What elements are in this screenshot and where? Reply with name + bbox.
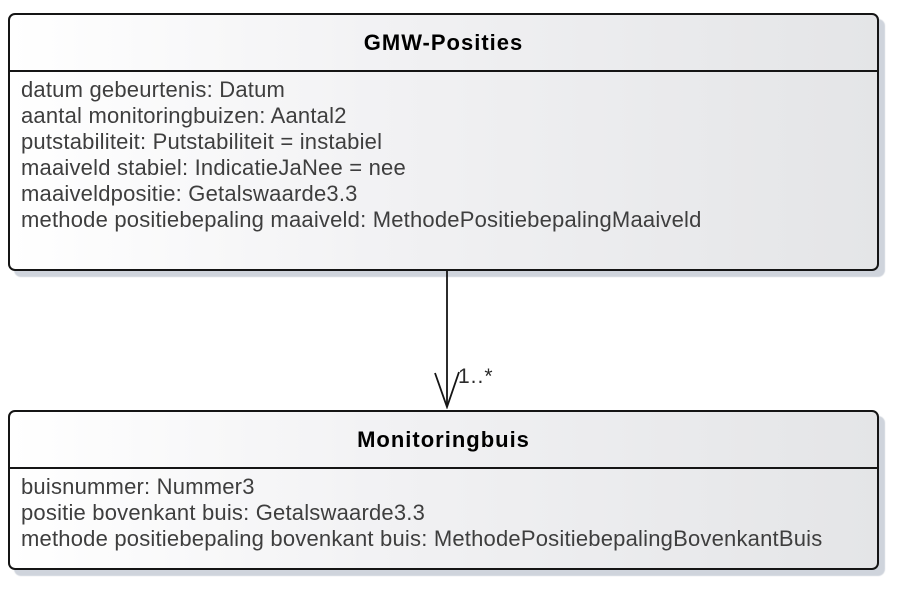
class-attribute: datum gebeurtenis: Datum — [21, 77, 286, 102]
class-attribute: maaiveld stabiel: IndicatieJaNee = nee — [21, 155, 406, 180]
class-attribute: maaiveldpositie: Getalswaarde3.3 — [21, 181, 358, 206]
association-multiplicity-label: 1..* — [458, 365, 494, 388]
class-attribute: methode positiebepaling bovenkant buis: … — [21, 526, 823, 551]
association-arrow — [434, 271, 460, 409]
class-title-gmw-posities: GMW-Posities — [10, 15, 877, 72]
class-title-monitoringbuis: Monitoringbuis — [10, 412, 877, 469]
class-attribute: methode positiebepaling maaiveld: Method… — [21, 207, 702, 232]
class-attribute: putstabiliteit: Putstabiliteit = instabi… — [21, 129, 383, 154]
class-attribute: positie bovenkant buis: Getalswaarde3.3 — [21, 500, 426, 525]
class-attribute: aantal monitoringbuizen: Aantal2 — [21, 103, 347, 128]
class-attribute: buisnummer: Nummer3 — [21, 474, 255, 499]
open-arrowhead-icon — [434, 371, 460, 409]
